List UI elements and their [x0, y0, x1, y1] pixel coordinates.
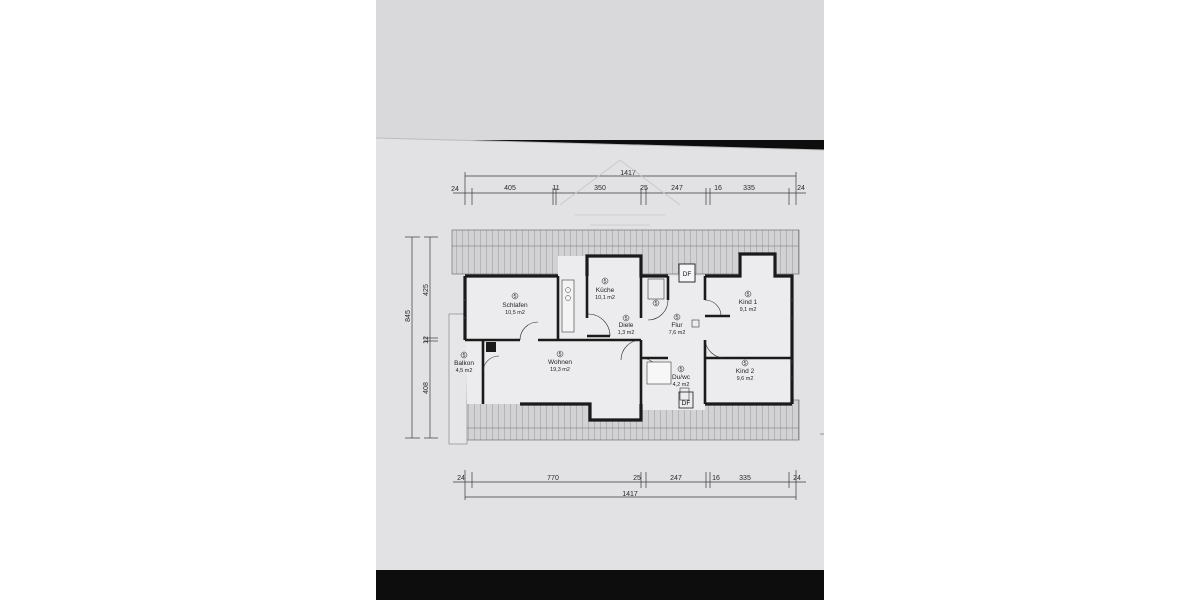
svg-text:4,2 m2: 4,2 m2 — [673, 382, 690, 388]
room-label-kind-1: 5 Kind 1 9,1 m2 — [739, 290, 758, 313]
svg-text:Diele: Diele — [619, 322, 634, 329]
top-dim-seg: 247 — [671, 185, 683, 192]
bottom-dim-seg: 335 — [739, 475, 751, 482]
bottom-dim-seg: 247 — [670, 475, 682, 482]
svg-text:5: 5 — [679, 367, 682, 373]
svg-text:Schlafen: Schlafen — [502, 302, 528, 309]
svg-text:10,1 m2: 10,1 m2 — [595, 295, 615, 301]
svg-text:Küche: Küche — [596, 287, 615, 294]
svg-text:10,5 m2: 10,5 m2 — [505, 310, 525, 316]
left-dim-seg: 425 — [423, 284, 430, 296]
svg-text:9,6 m2: 9,6 m2 — [737, 376, 754, 382]
svg-text:5: 5 — [654, 301, 657, 307]
svg-text:Du/wc: Du/wc — [672, 374, 691, 381]
stair-well — [647, 278, 665, 300]
svg-text:Kind 2: Kind 2 — [736, 368, 755, 375]
bottom-overall-dimension: 1417 — [622, 491, 638, 498]
top-dim-seg: 350 — [594, 185, 606, 192]
top-dim-seg: 11 — [552, 185, 559, 192]
svg-text:1,3 m2: 1,3 m2 — [618, 330, 635, 336]
svg-text:Balkon: Balkon — [454, 360, 474, 367]
bottom-segment-labels: 24 770 25 247 16 335 24 — [457, 475, 801, 482]
bottom-dim-seg: 16 — [712, 475, 720, 482]
top-dimension-chain — [453, 172, 806, 205]
svg-text:7,6 m2: 7,6 m2 — [669, 330, 686, 336]
svg-text:5: 5 — [746, 292, 749, 298]
skylight-label-top: DF — [683, 271, 692, 278]
top-dim-seg: 24 — [797, 185, 805, 192]
skylight-bottom — [678, 391, 694, 409]
shower-tray — [646, 361, 672, 385]
svg-text:5: 5 — [558, 352, 561, 358]
chimney — [486, 342, 496, 352]
svg-text:Wohnen: Wohnen — [548, 359, 572, 366]
svg-text:Kind 1: Kind 1 — [739, 299, 758, 306]
svg-text:9,1 m2: 9,1 m2 — [740, 307, 757, 313]
kitchen-counter — [561, 279, 575, 333]
toilet — [679, 387, 690, 401]
room-label-kind-2: 5 Kind 2 9,6 m2 — [736, 359, 755, 382]
bottom-dimension-chain — [453, 470, 806, 500]
room-label-kueche: 5 Küche 10,1 m2 — [595, 277, 615, 301]
left-dimension-chain — [405, 236, 438, 439]
bottom-dim-seg: 770 — [547, 475, 559, 482]
svg-text:5: 5 — [603, 279, 606, 285]
room-label-balkon: 5 Balkon 4,5 m2 — [454, 351, 474, 374]
left-overall-dimension: 845 — [405, 310, 412, 322]
room-label-du-wc: 5 Du/wc 4,2 m2 — [672, 365, 691, 388]
top-overall-dimension: 1417 — [620, 170, 636, 177]
top-dim-seg: 24 — [451, 186, 459, 193]
svg-text:5: 5 — [513, 294, 516, 300]
bottom-dim-seg: 25 — [633, 475, 641, 482]
svg-text:4,5 m2: 4,5 m2 — [456, 368, 473, 374]
hall-marker: 5 — [652, 299, 660, 307]
room-label-wohnen: 5 Wohnen 19,3 m2 — [548, 350, 572, 373]
flur-socket — [691, 319, 700, 328]
top-dim-seg: 335 — [743, 185, 755, 192]
top-segment-labels: 24 405 11 350 25 247 16 335 24 — [451, 185, 805, 193]
room-label-flur: 5 Flur 7,6 m2 — [669, 313, 686, 336]
skylight-label-bottom: DF — [682, 400, 691, 407]
top-dim-seg: 25 — [640, 185, 648, 192]
paper-top-sheet — [376, 0, 824, 140]
svg-text:Flur: Flur — [671, 322, 683, 329]
bottom-dim-seg: 24 — [793, 475, 801, 482]
left-dim-seg: 12 — [423, 336, 430, 344]
svg-text:5: 5 — [624, 316, 627, 322]
skylight-top — [678, 263, 696, 283]
svg-text:19,3 m2: 19,3 m2 — [550, 367, 570, 373]
room-label-schlafen: 5 Schlafen 10,5 m2 — [502, 292, 528, 316]
top-dim-seg: 16 — [714, 185, 722, 192]
top-dim-seg: 405 — [504, 185, 516, 192]
room-label-diele: 5 Diele 1,3 m2 — [618, 314, 635, 336]
svg-text:5: 5 — [462, 353, 465, 359]
bottom-dim-seg: 24 — [457, 475, 465, 482]
floor-plan — [463, 252, 794, 422]
svg-text:5: 5 — [675, 315, 678, 321]
left-dim-seg: 408 — [423, 382, 430, 394]
svg-text:5: 5 — [743, 361, 746, 367]
